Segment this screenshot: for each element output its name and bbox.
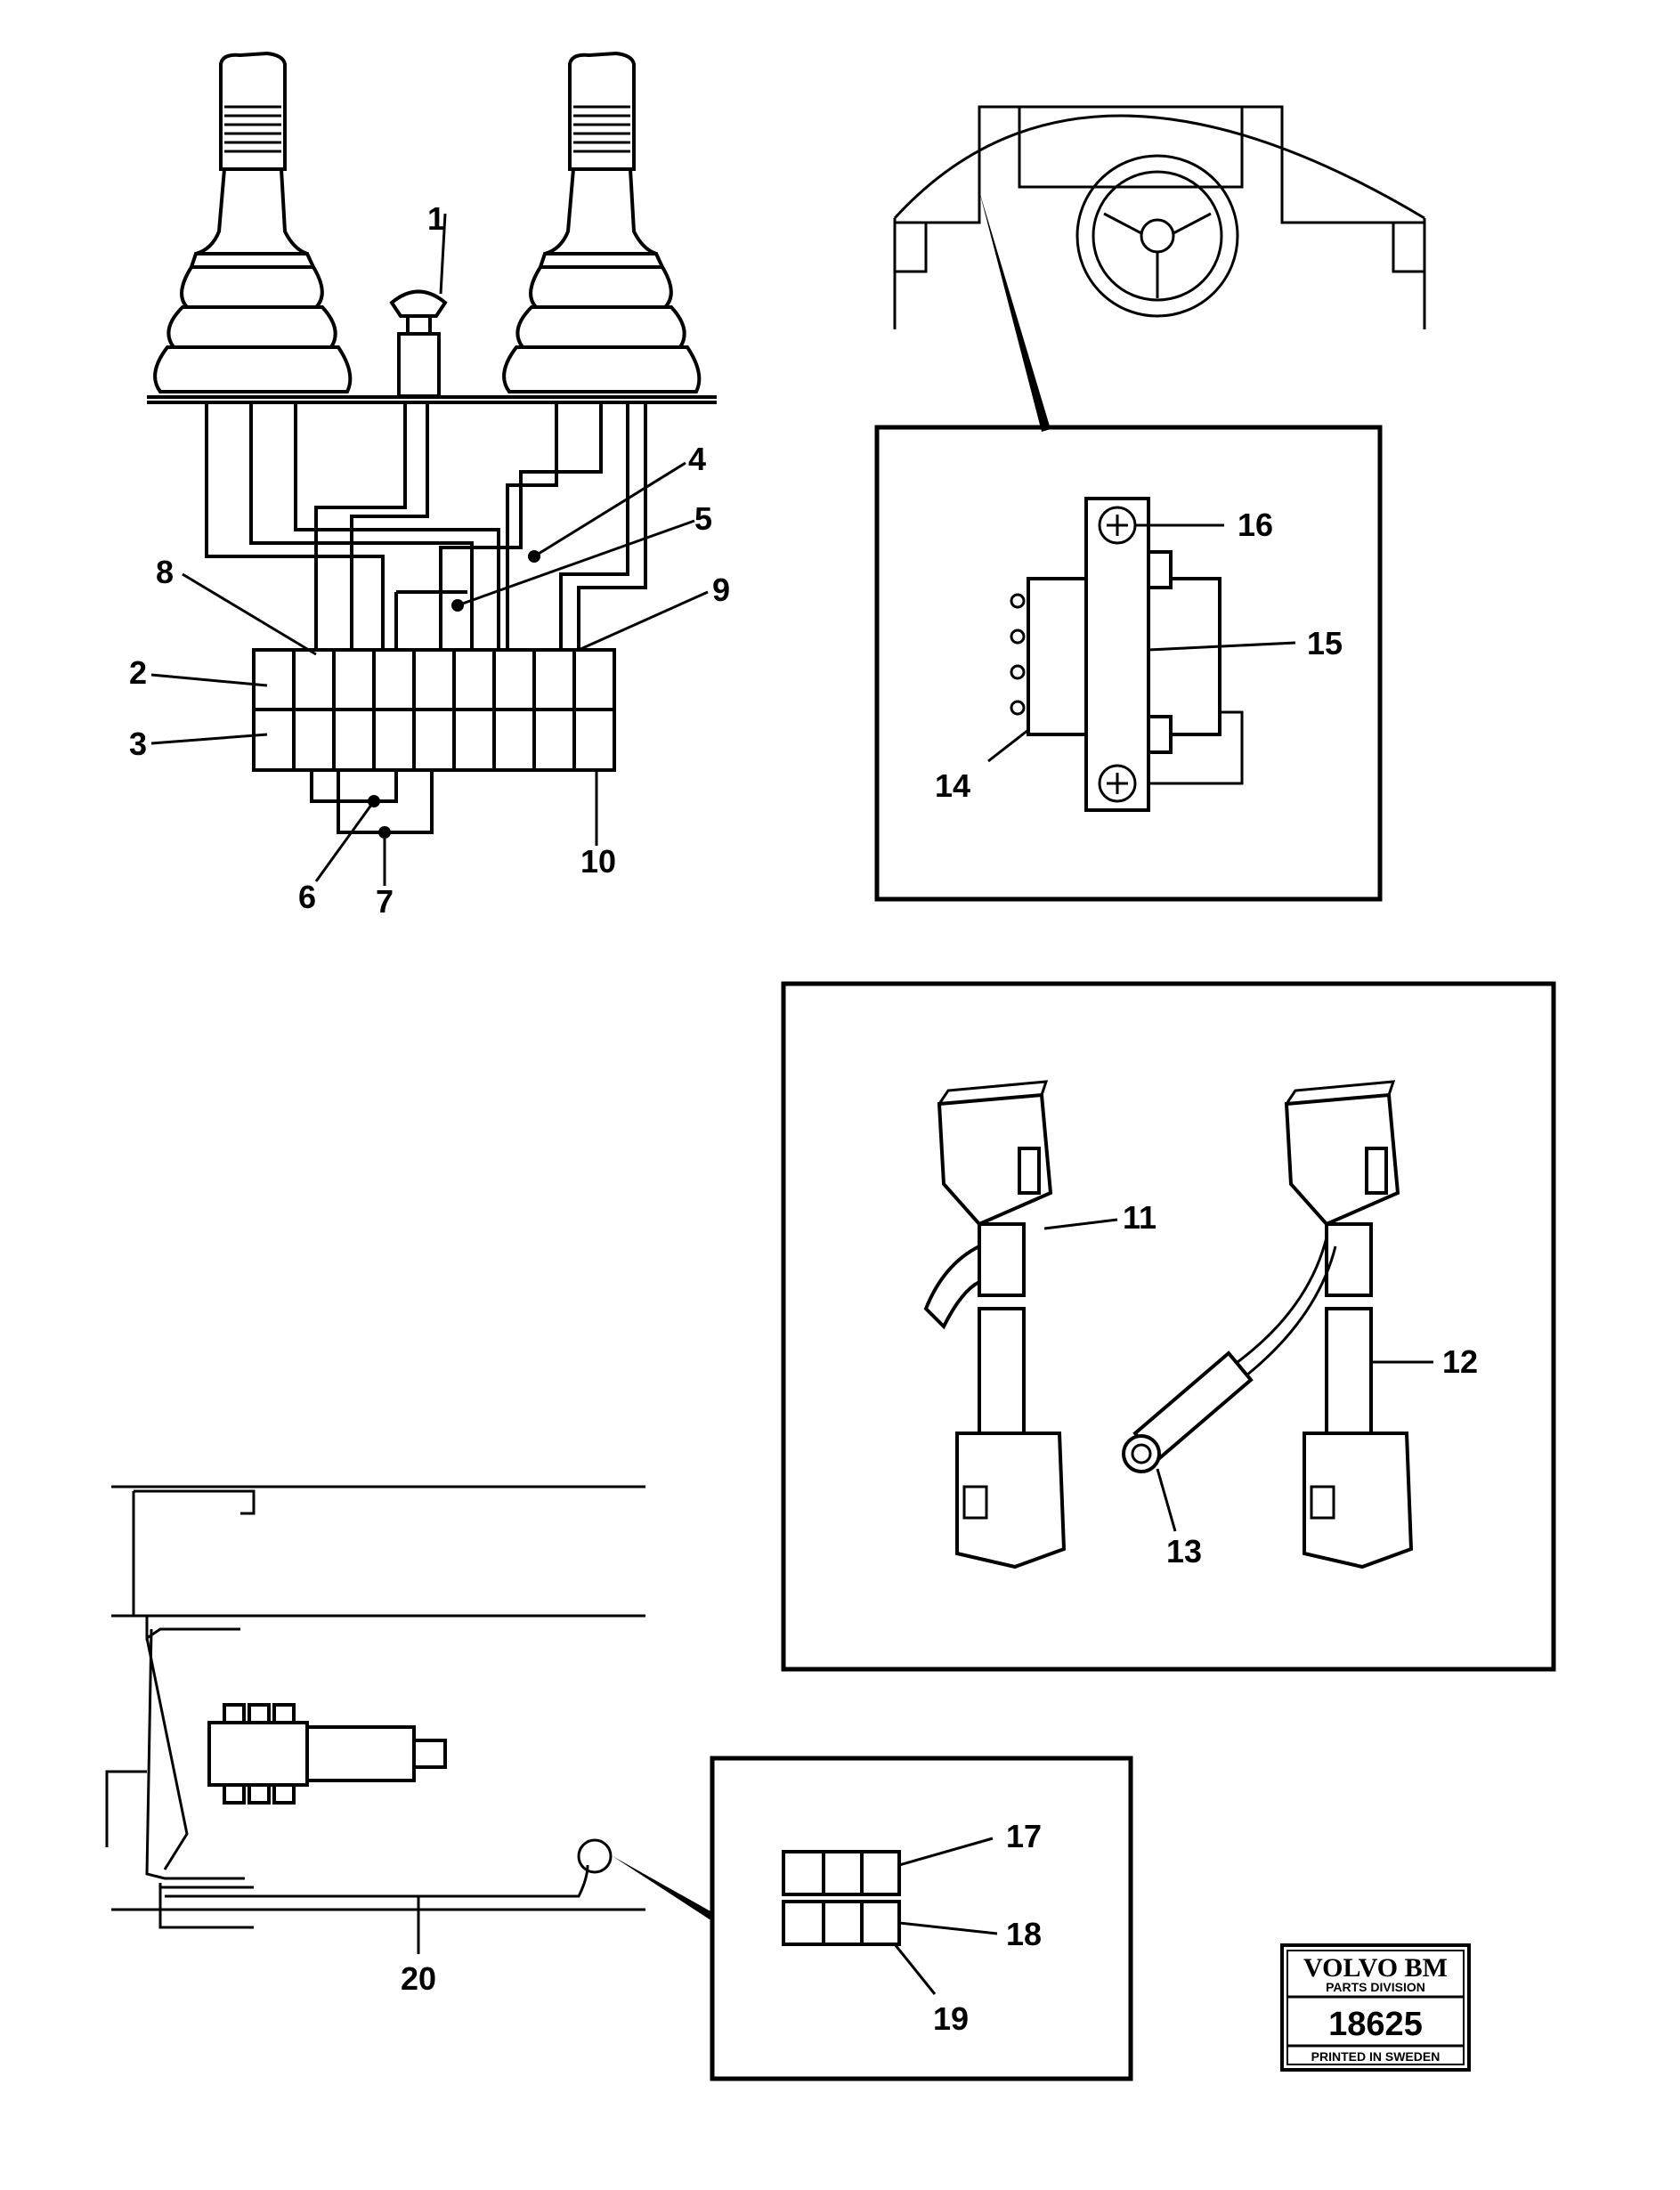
- callout-13: 13: [1166, 1533, 1202, 1570]
- switch-assembly: [105, 1485, 712, 1954]
- callout-15: 15: [1307, 625, 1343, 661]
- callout-9: 9: [712, 572, 730, 608]
- cable-connector-11: [923, 1080, 1118, 1570]
- stamp-number: 18625: [1328, 2006, 1423, 2043]
- callout-6: 6: [298, 879, 316, 915]
- callout-14: 14: [935, 767, 970, 804]
- callout-10: 10: [580, 843, 616, 880]
- callout-4: 4: [688, 441, 706, 477]
- pigtail-socket-13: [1122, 1237, 1337, 1532]
- callout-11: 11: [1123, 1199, 1157, 1236]
- callout-20: 20: [401, 1960, 436, 1997]
- callout-8: 8: [156, 554, 174, 590]
- callout-17: 17: [1006, 1818, 1042, 1854]
- stamp-footer: PRINTED IN SWEDEN: [1311, 2049, 1441, 2064]
- callout-2: 2: [129, 654, 147, 691]
- callout-labels: 1 2 3 4 5 6 7 8 9 10 11 12 13 14 15 16 1…: [129, 200, 1478, 2037]
- callout-16: 16: [1238, 507, 1273, 543]
- callout-7: 7: [376, 883, 394, 920]
- left-joystick: [153, 51, 353, 393]
- callout-1: 1: [427, 200, 445, 237]
- callout-12: 12: [1442, 1343, 1478, 1380]
- wiring-harness: [205, 402, 647, 650]
- stamp-brand: VOLVO BM: [1303, 1953, 1448, 1983]
- callout-5: 5: [694, 500, 712, 537]
- parts-division-stamp: VOLVO BM PARTS DIVISION 18625 PRINTED IN…: [1280, 1943, 1471, 2072]
- right-joystick: [502, 51, 702, 393]
- stamp-division: PARTS DIVISION: [1326, 1980, 1425, 1994]
- detail-relay-box: [874, 425, 1383, 902]
- center-switch-knob: [389, 289, 448, 398]
- detail-connector-box: [710, 1756, 1133, 2081]
- joystick-assembly: [147, 51, 717, 886]
- callout-18: 18: [1006, 1916, 1042, 1952]
- cable-connector-12: [1284, 1080, 1433, 1570]
- callout-19: 19: [933, 2000, 969, 2037]
- detail-cable-box: [781, 981, 1556, 1672]
- connector-block: [252, 648, 616, 772]
- callout-3: 3: [129, 726, 147, 762]
- cab-view: [893, 105, 1426, 432]
